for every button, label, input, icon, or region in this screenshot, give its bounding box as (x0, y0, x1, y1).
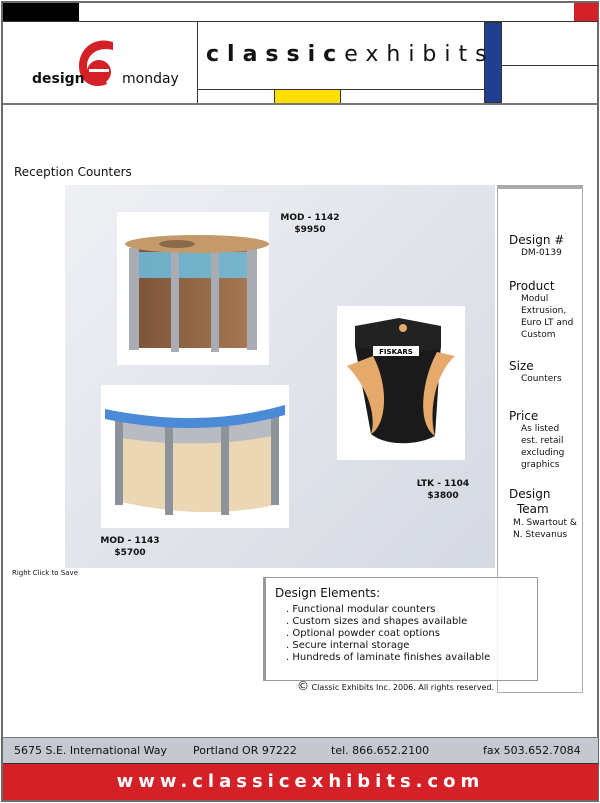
red-block (574, 3, 598, 22)
product-value-line: Modul (521, 294, 549, 304)
footer-fax: fax 503.652.7084 (483, 744, 581, 757)
price-value-line: As listed (521, 424, 560, 434)
product-label-mod-1143: MOD - 1143$5700 (100, 536, 160, 558)
price-value-line: excluding (521, 448, 565, 458)
copyright: © Classic Exhibits Inc. 2006. All rights… (297, 679, 495, 693)
design-monday-logo: design monday (30, 38, 180, 98)
price-label: Price (509, 409, 539, 423)
team-member: N. Stevanus (513, 530, 568, 540)
fiskars-graphic: FISKARS (379, 348, 413, 356)
size-value: Counters (521, 374, 562, 384)
price-value-line: graphics (521, 460, 560, 470)
divider (502, 65, 598, 66)
divider (3, 103, 598, 105)
specs-sidebar: Design # DM-0139 Product Modul Extrusion… (497, 185, 583, 693)
footer-contact-bar: 5675 S.E. International Way Portland OR … (3, 737, 598, 763)
design-element-item: . Optional powder coat options (286, 628, 440, 639)
product-value-line: Custom (521, 330, 556, 340)
footer-city: Portland OR 97222 (193, 744, 297, 757)
design-element-item: . Custom sizes and shapes available (286, 616, 468, 627)
brand-light: exhibits (344, 42, 495, 67)
product-label-ltk-1104: LTK - 1104$3800 (416, 479, 470, 501)
team-member: M. Swartout & (513, 518, 577, 528)
product-image-mod-1143[interactable] (101, 385, 289, 528)
right-click-note: Right Click to Save (12, 569, 78, 577)
product-image-mod-1142[interactable] (117, 212, 269, 365)
website-link[interactable]: www.classicexhibits.com (3, 763, 598, 800)
divider (197, 22, 198, 103)
design-number-value: DM-0139 (521, 248, 562, 258)
design-element-item: . Secure internal storage (286, 640, 410, 651)
product-label-mod-1142: MOD - 1142$9950 (280, 213, 340, 235)
product-value-line: Euro LT and (521, 318, 574, 328)
product-image-ltk-1104[interactable]: FISKARS (337, 306, 465, 460)
size-label: Size (509, 359, 534, 373)
divider (198, 89, 484, 90)
design-number-label: Design # (509, 233, 565, 247)
copyright-icon: © (297, 679, 309, 693)
black-block (3, 3, 79, 22)
logo-design-text: design (32, 71, 85, 87)
footer-phone: tel. 866.652.2100 (331, 744, 430, 757)
design-elements-box: Design Elements: . Functional modular co… (263, 577, 538, 681)
brand-wordmark: classicexhibits (206, 42, 495, 67)
price-value-line: est. retail (521, 436, 564, 446)
blue-block (484, 22, 502, 103)
divider (3, 21, 598, 22)
brand-bold: classic (206, 42, 345, 67)
page-title: Reception Counters (14, 165, 132, 179)
yellow-block (274, 90, 341, 103)
product-label: Product (509, 279, 555, 293)
e-logo-icon (79, 40, 113, 86)
design-element-item: . Functional modular counters (286, 604, 436, 615)
design-elements-title: Design Elements: (275, 586, 381, 600)
product-value-line: Extrusion, (521, 306, 567, 316)
footer-address: 5675 S.E. International Way (14, 744, 168, 757)
design-element-item: . Hundreds of laminate finishes availabl… (286, 652, 491, 663)
logo-monday-text: monday (122, 71, 179, 87)
